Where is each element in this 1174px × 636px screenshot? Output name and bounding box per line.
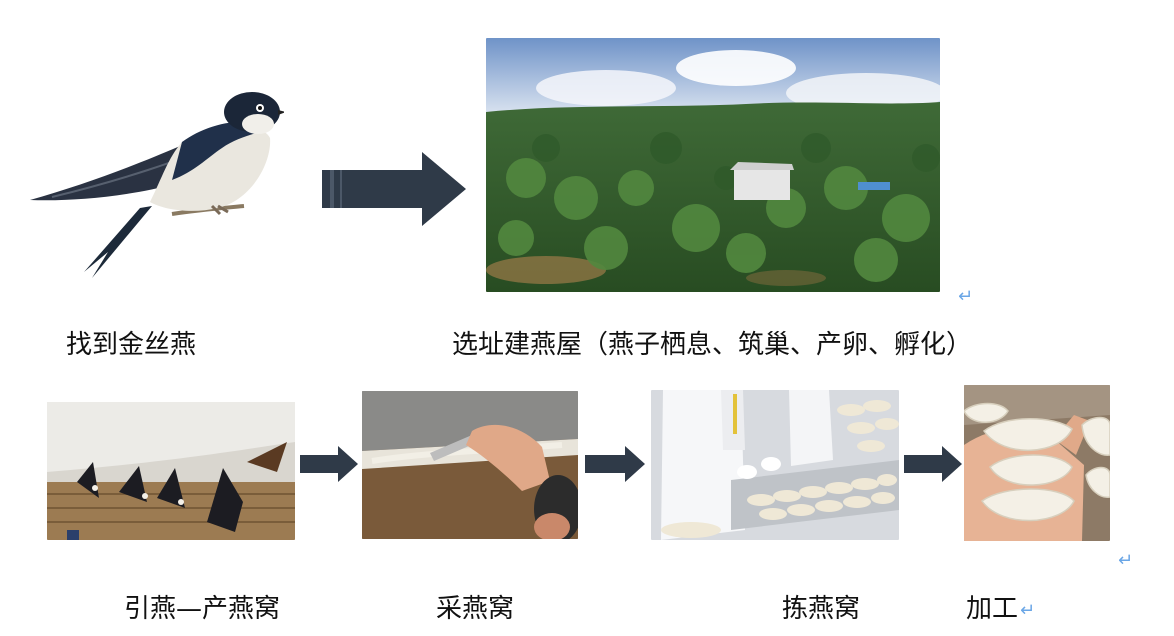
swiftlet-bird-icon	[30, 92, 284, 278]
swiftlets-nesting-image	[47, 402, 295, 540]
step-caption-4: 采燕窝	[436, 594, 515, 624]
birdnest-hand-image	[964, 385, 1110, 541]
step-caption-6: 加工	[966, 594, 1019, 624]
step-caption-1: 找到金丝燕	[66, 330, 197, 360]
sorting-factory-photo	[651, 390, 899, 540]
harvesting-photo	[362, 391, 578, 539]
birdnest-hand-photo	[964, 385, 1110, 541]
paragraph-return-mark-2: ↵	[1118, 550, 1134, 571]
swiftlets-nesting-photo	[47, 402, 295, 540]
paragraph-return-mark-1: ↵	[958, 286, 974, 307]
flow-arrow-4	[904, 446, 962, 482]
paragraph-return-mark-3: ↵	[1020, 600, 1036, 621]
step-caption-3: 引燕—产燕窝	[124, 594, 281, 624]
step-caption-5: 拣燕窝	[782, 594, 861, 624]
plantation-house-photo	[486, 38, 940, 292]
plantation-house-image	[486, 38, 940, 292]
harvesting-image	[362, 391, 578, 539]
step-caption-6-wrap: 加工↵	[966, 594, 1035, 626]
step-caption-2: 选址建燕屋（燕子栖息、筑巢、产卵、孵化）	[452, 330, 973, 360]
flow-arrow-1	[322, 152, 466, 226]
sorting-factory-image	[651, 390, 899, 540]
flow-arrow-3	[585, 446, 645, 482]
swiftlet-bird-image	[22, 82, 284, 282]
flow-arrow-2	[300, 446, 358, 482]
